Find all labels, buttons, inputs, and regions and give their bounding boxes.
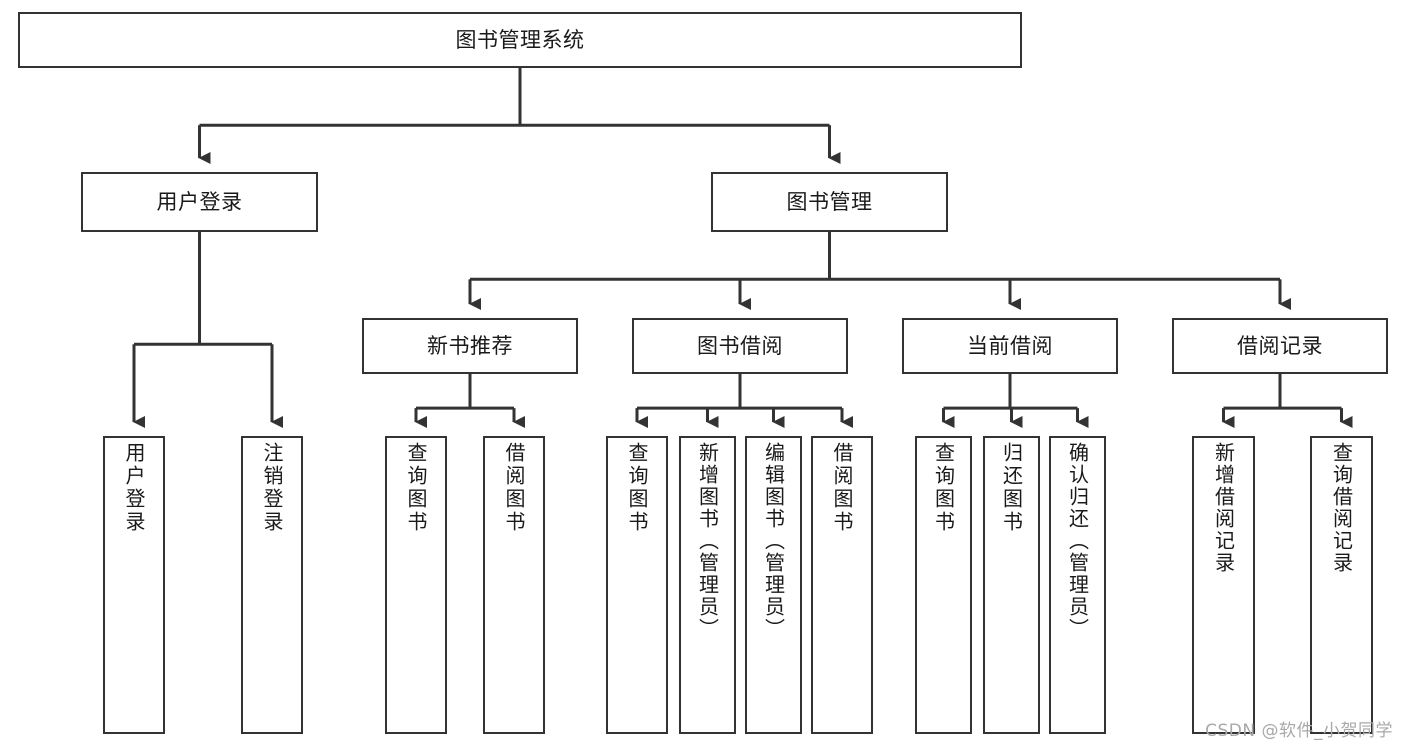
node-label: 编辑图书（管理员）	[761, 442, 786, 640]
node-leaf-logout[interactable]: 注销登录	[241, 436, 303, 734]
node-label: 用户登录	[156, 189, 243, 214]
node-leaf-borrow-book-1[interactable]: 借阅图书	[483, 436, 545, 734]
node-current-borrow[interactable]: 当前借阅	[902, 318, 1118, 374]
node-label: 新增图书（管理员）	[695, 442, 720, 640]
node-leaf-add-book-admin[interactable]: 新增图书（管理员）	[679, 436, 736, 734]
node-leaf-query-book-2[interactable]: 查询图书	[606, 436, 668, 734]
node-label: 图书管理	[786, 189, 873, 214]
node-label: 归还图书	[999, 442, 1024, 534]
node-leaf-query-book-1[interactable]: 查询图书	[385, 436, 447, 734]
node-leaf-add-borrow-record[interactable]: 新增借阅记录	[1192, 436, 1255, 734]
node-label: 查询借阅记录	[1329, 442, 1354, 574]
node-leaf-edit-book-admin[interactable]: 编辑图书（管理员）	[745, 436, 802, 734]
node-label: 借阅记录	[1237, 333, 1323, 358]
csdn-watermark: CSDN @软件_小贺同学	[1205, 721, 1393, 741]
node-label: 新书推荐	[427, 333, 513, 358]
node-label: 确认归还（管理员）	[1065, 442, 1090, 640]
node-label: 用户登录	[122, 442, 146, 534]
node-leaf-borrow-book-2[interactable]: 借阅图书	[811, 436, 873, 734]
node-label: 借阅图书	[830, 442, 854, 534]
node-label: 当前借阅	[967, 333, 1053, 358]
node-leaf-return-book[interactable]: 归还图书	[983, 436, 1040, 734]
node-user-login[interactable]: 用户登录	[81, 172, 318, 232]
node-leaf-query-book-3[interactable]: 查询图书	[915, 436, 972, 734]
node-label: 查询图书	[404, 442, 428, 534]
node-leaf-query-borrow-record[interactable]: 查询借阅记录	[1310, 436, 1373, 734]
node-label: 借阅图书	[502, 442, 526, 534]
node-borrow-record[interactable]: 借阅记录	[1172, 318, 1388, 374]
node-label: 图书管理系统	[455, 27, 585, 52]
node-label: 查询图书	[931, 442, 956, 534]
node-book-manage[interactable]: 图书管理	[711, 172, 948, 232]
node-label: 新增借阅记录	[1211, 442, 1236, 574]
node-label: 查询图书	[625, 442, 649, 534]
node-leaf-confirm-return-admin[interactable]: 确认归还（管理员）	[1049, 436, 1106, 734]
node-book-borrow[interactable]: 图书借阅	[632, 318, 848, 374]
node-root[interactable]: 图书管理系统	[18, 12, 1022, 68]
node-new-book-recommend[interactable]: 新书推荐	[362, 318, 578, 374]
node-label: 注销登录	[260, 442, 284, 534]
node-label: 图书借阅	[697, 333, 783, 358]
node-leaf-user-login[interactable]: 用户登录	[103, 436, 165, 734]
